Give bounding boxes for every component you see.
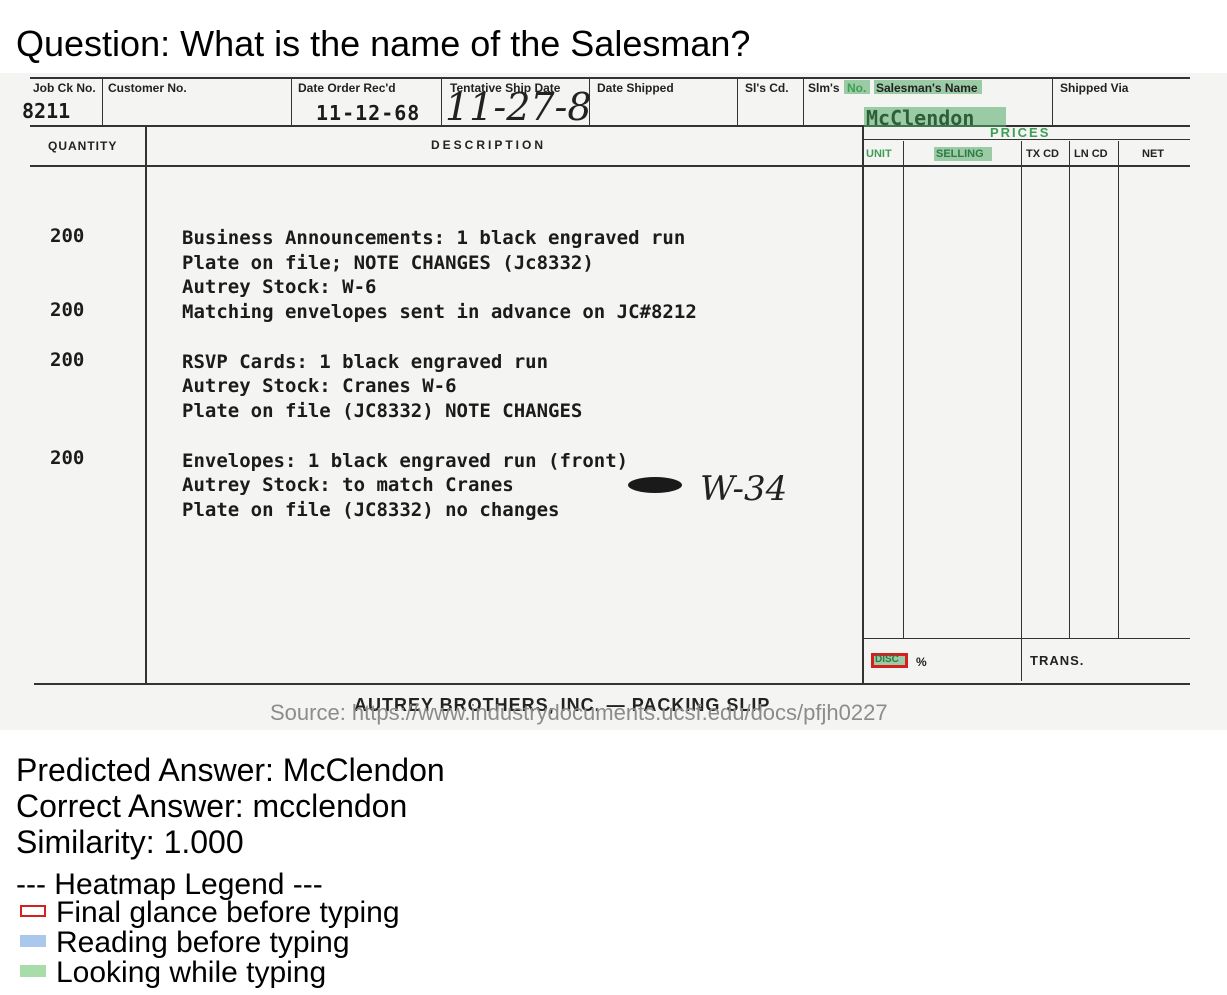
item-description-line: RSVP Cards: 1 black engraved run: [182, 351, 549, 373]
value-date-order-recd: 11-12-68: [316, 101, 421, 125]
trans-label: TRANS.: [1030, 653, 1085, 668]
similarity-score: Similarity: 1.000: [16, 824, 244, 860]
form-top-rule: [30, 77, 1190, 79]
item-quantity: 200: [50, 299, 85, 321]
ink-scribble: [628, 477, 682, 493]
item-description-line: Matching envelopes sent in advance on JC…: [182, 301, 697, 323]
legend-title: --- Heatmap Legend ---: [16, 868, 323, 901]
header-divider: [441, 79, 442, 125]
header-divider: [737, 79, 738, 125]
body-divider: [1021, 141, 1022, 681]
footer-rule: [34, 683, 1190, 685]
header-divider: [803, 79, 804, 125]
header-date-shipped: Date Shipped: [597, 81, 674, 95]
gaze-highlight-box: [874, 80, 982, 94]
header-salesmans-name: Salesman's Name: [876, 81, 978, 95]
item-quantity: 200: [50, 225, 85, 247]
value-job-ck-no: 8211: [22, 99, 71, 123]
gaze-highlight-box: [864, 107, 1006, 127]
document-image: Job Ck No. Customer No. Date Order Rec'd…: [0, 73, 1227, 730]
column-tx-cd: TX CD: [1026, 148, 1059, 160]
header-job-ck-no: Job Ck No.: [33, 81, 96, 95]
column-quantity: QUANTITY: [48, 139, 118, 153]
header-divider: [589, 79, 590, 125]
salesman-name-value: McClendon: [866, 106, 975, 130]
prices-rule: [862, 139, 1190, 140]
header-slms-no: No.: [847, 81, 867, 95]
item-description-line: Autrey Stock: to match Cranes: [182, 474, 514, 496]
item-description-line: Envelopes: 1 black engraved run (front): [182, 450, 629, 472]
percent-label: %: [916, 655, 927, 669]
column-header-rule: [30, 165, 1190, 167]
final-glance-box: [871, 653, 908, 668]
body-divider: [862, 127, 864, 683]
column-description: DESCRIPTION: [431, 138, 547, 152]
column-selling: SELLING: [936, 148, 984, 160]
header-bottom-rule: [30, 125, 1190, 127]
body-divider: [903, 141, 904, 638]
predicted-answer: Predicted Answer: McClendon: [16, 752, 445, 788]
legend-label: Reading before typing: [56, 926, 350, 959]
body-divider: [1118, 141, 1119, 638]
item-description-line: Business Announcements: 1 black engraved…: [182, 227, 686, 249]
item-quantity: 200: [50, 349, 85, 371]
header-tentative-ship-date: Tentative Ship Date: [450, 81, 561, 95]
gaze-highlight-box: [934, 147, 992, 161]
item-quantity: 200: [50, 447, 85, 469]
item-description-line: Plate on file (JC8332) no changes: [182, 499, 560, 521]
column-prices: PRICES: [990, 125, 1051, 140]
header-shipped-via: Shipped Via: [1060, 81, 1129, 95]
header-sls-cd: Sl's Cd.: [745, 81, 789, 95]
body-divider: [1069, 141, 1070, 638]
header-divider: [291, 79, 292, 125]
header-slms: Slm's: [808, 81, 840, 95]
legend-label: Looking while typing: [56, 956, 327, 989]
totals-rule: [862, 638, 1190, 639]
item-description-line: Plate on file; NOTE CHANGES (Jc8332): [182, 252, 594, 274]
handwritten-note: W-34: [700, 469, 788, 509]
source-caption: Source: https://www.industrydocuments.uc…: [270, 700, 888, 725]
swatch-fill-icon: [20, 965, 46, 977]
swatch-outline-icon: [20, 905, 46, 917]
item-description-line: Plate on file (JC8332) NOTE CHANGES: [182, 400, 583, 422]
legend-label: Final glance before typing: [56, 896, 400, 929]
column-net: NET: [1142, 148, 1164, 160]
item-description-line: Autrey Stock: W-6: [182, 276, 377, 298]
company-footer: AUTREY BROTHERS, INC. — PACKING SLIP: [354, 695, 771, 715]
header-date-order-recd: Date Order Rec'd: [298, 81, 396, 95]
header-divider: [102, 79, 103, 125]
disc-label: DISC: [875, 654, 899, 665]
correct-answer: Correct Answer: mcclendon: [16, 788, 408, 824]
column-ln-cd: LN CD: [1074, 148, 1108, 160]
gaze-highlight-box: [844, 80, 870, 94]
header-divider: [1052, 79, 1053, 125]
column-unit: UNIT: [866, 148, 892, 160]
value-tentative-ship-date: 11-27-8: [445, 85, 592, 129]
item-description-line: Autrey Stock: Cranes W-6: [182, 375, 457, 397]
question-text: Question: What is the name of the Salesm…: [16, 23, 751, 64]
swatch-fill-icon: [20, 935, 46, 947]
body-divider: [145, 127, 147, 683]
header-customer-no: Customer No.: [108, 81, 187, 95]
